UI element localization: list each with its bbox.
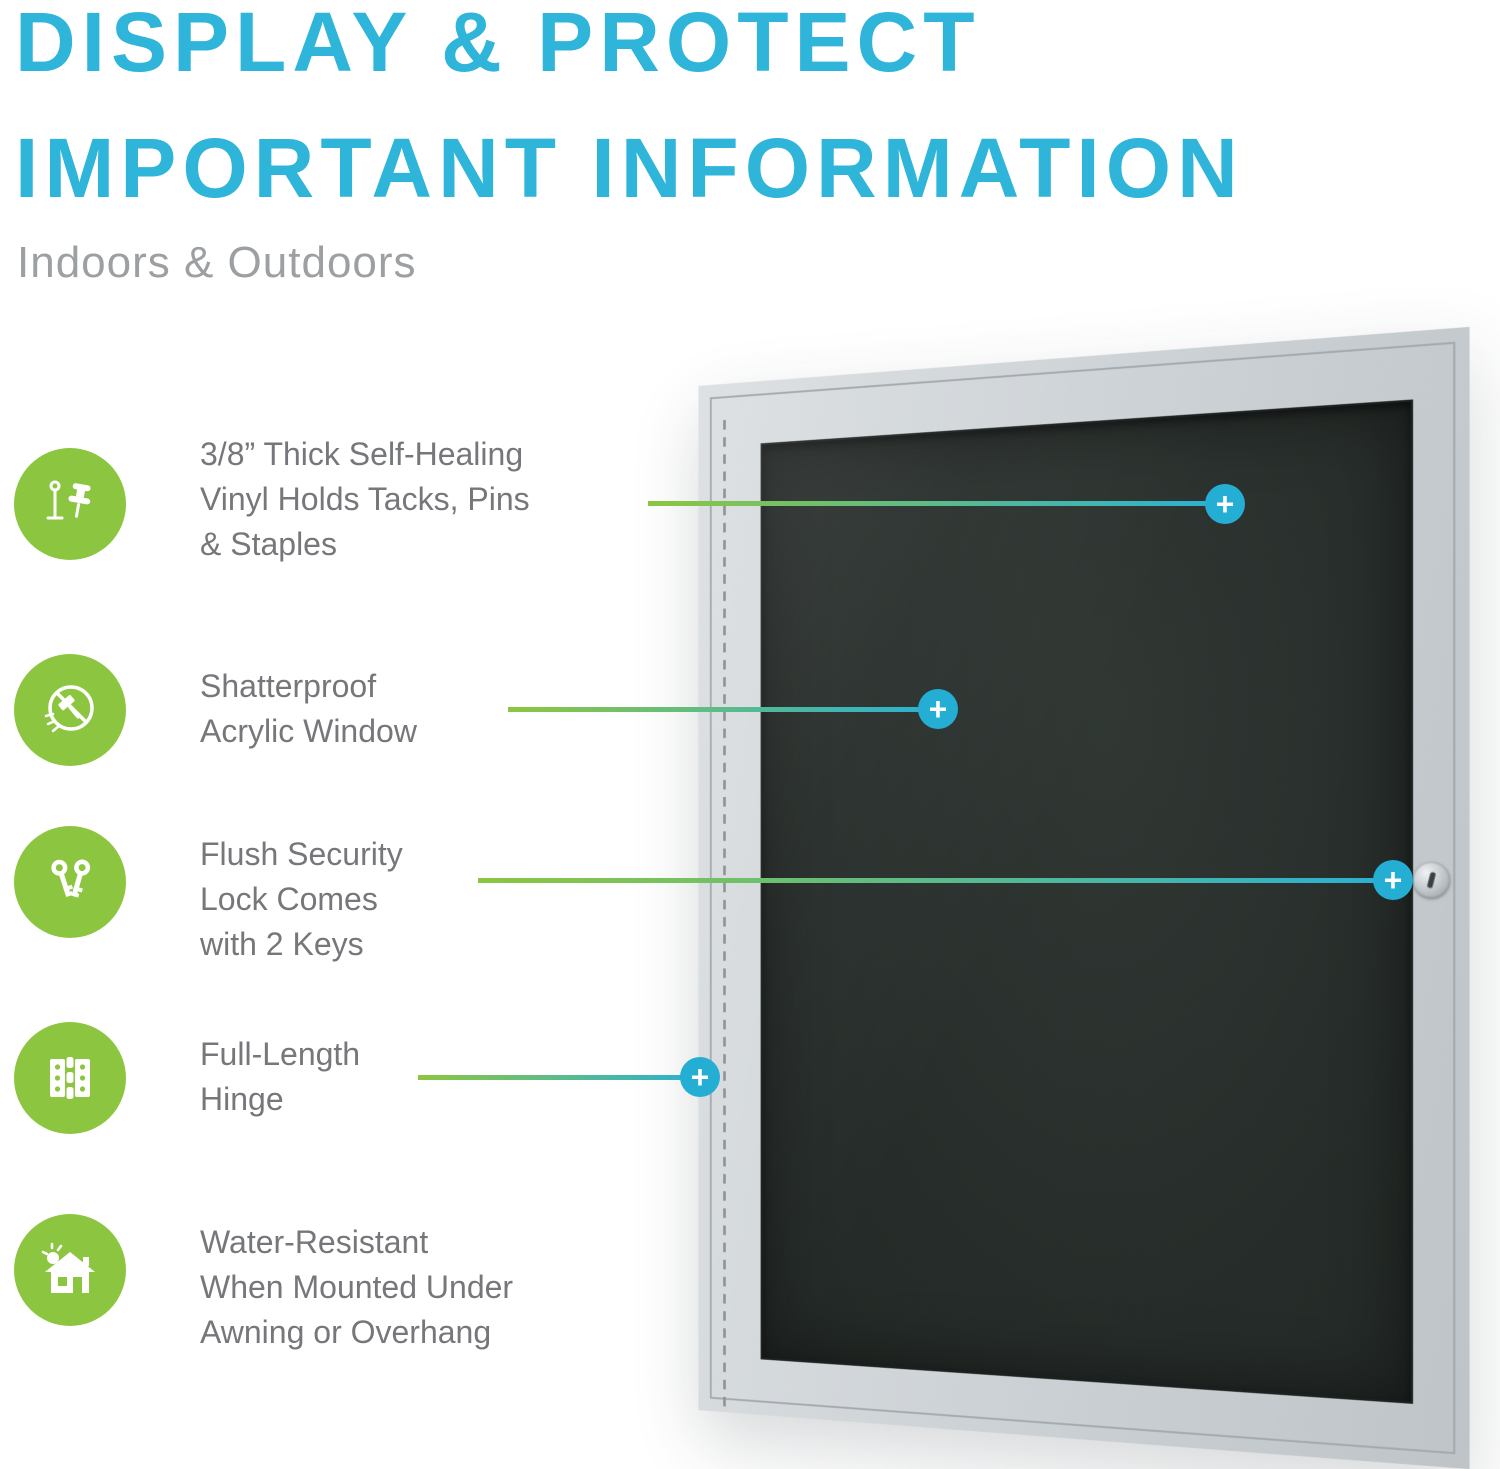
feature-text-window: Shatterproof Acrylic Window: [200, 664, 417, 754]
hinge-icon: [14, 1022, 126, 1134]
page-subtitle: Indoors & Outdoors: [17, 238, 417, 287]
feature-line: with 2 Keys: [200, 926, 364, 962]
feature-line: When Mounted Under: [200, 1269, 514, 1305]
callout-line-lock: [478, 878, 1393, 883]
feature-line: Full-Length: [200, 1036, 361, 1072]
feature-text-water: Water-Resistant When Mounted Under Awnin…: [200, 1220, 513, 1355]
callout-line-window: [508, 707, 938, 712]
feature-line: Lock Comes: [200, 881, 378, 917]
security-keys-icon: [14, 826, 126, 938]
feature-text-hinge: Full-Length Hinge: [200, 1032, 360, 1122]
plus-marker-window: +: [918, 689, 958, 729]
water-resistant-icon: [14, 1214, 126, 1326]
feature-line: Hinge: [200, 1081, 284, 1117]
page-title-line1: DISPLAY & PROTECT: [15, 0, 981, 89]
feature-line: Vinyl Holds Tacks, Pins: [200, 481, 530, 517]
plus-marker-vinyl: +: [1205, 484, 1245, 524]
bulletin-board: [698, 326, 1470, 1469]
plus-marker-lock: +: [1373, 860, 1413, 900]
shatterproof-icon: [14, 654, 126, 766]
feature-line: Flush Security: [200, 836, 403, 872]
callout-line-hinge: [418, 1075, 700, 1080]
feature-text-lock: Flush Security Lock Comes with 2 Keys: [200, 832, 403, 967]
vinyl-surface: [760, 399, 1414, 1404]
feature-line: Acrylic Window: [200, 713, 417, 749]
feature-text-vinyl: 3/8” Thick Self-Healing Vinyl Holds Tack…: [200, 432, 530, 567]
hinge-seam: [723, 419, 726, 1407]
tack-pins-icon: [14, 448, 126, 560]
callout-line-vinyl: [648, 501, 1225, 506]
page-title: DISPLAY & PROTECT IMPORTANT INFORMATION: [15, 0, 1244, 231]
page-title-line2: IMPORTANT INFORMATION: [15, 121, 1244, 215]
feature-line: 3/8” Thick Self-Healing: [200, 436, 524, 472]
board-frame: [698, 326, 1470, 1469]
feature-line: Shatterproof: [200, 668, 377, 704]
keyhole-icon: [1426, 871, 1437, 889]
feature-line: Awning or Overhang: [200, 1314, 492, 1350]
feature-line: Water-Resistant: [200, 1224, 429, 1260]
feature-line: & Staples: [200, 526, 337, 562]
plus-marker-hinge: +: [680, 1057, 720, 1097]
security-lock: [1413, 862, 1450, 898]
